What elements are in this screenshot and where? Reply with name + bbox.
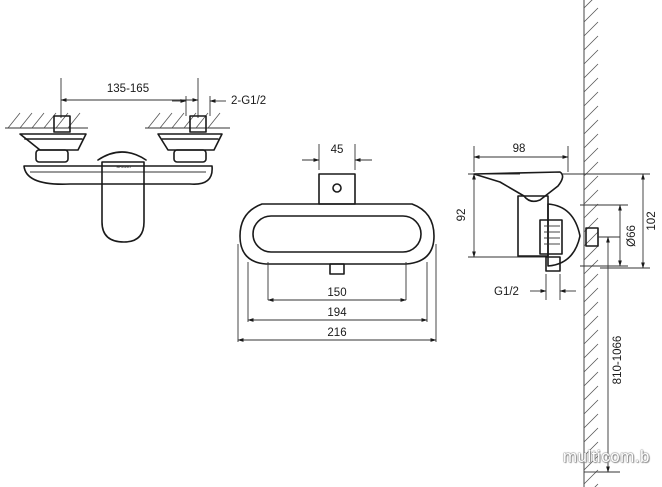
mounting-height-label: 810-1066 bbox=[612, 336, 624, 385]
right-eccentric-connector bbox=[157, 115, 223, 163]
top-view: 45 150 194 216 bbox=[237, 144, 437, 342]
inlet-thread-label: 2-G1/2 bbox=[231, 95, 266, 107]
left-eccentric-connector bbox=[19, 115, 87, 163]
wall-hatch-right bbox=[583, 0, 599, 487]
outlet-thread-dimension: G1/2 bbox=[494, 274, 576, 300]
spout-reach-dimension: 98 bbox=[473, 143, 569, 172]
top-width-dimension: 45 bbox=[302, 144, 372, 170]
inlet-spacing-label: 135-165 bbox=[107, 83, 149, 95]
top-body-outline bbox=[239, 173, 435, 275]
inner-width-label: 150 bbox=[327, 287, 346, 299]
flange-diameter-label: Ø66 bbox=[626, 225, 638, 247]
spout-reach-label: 98 bbox=[513, 143, 526, 155]
overall-width-label: 216 bbox=[327, 327, 346, 339]
inlet-dimension: 135-165 bbox=[60, 78, 199, 118]
outlet-thread-label: G1/2 bbox=[494, 286, 519, 298]
body-height-label: 92 bbox=[456, 209, 468, 222]
brand-logo: BRAVAT bbox=[116, 164, 132, 169]
total-depth-dimension: 102 bbox=[562, 173, 658, 269]
side-mixer-body bbox=[473, 171, 599, 272]
watermark: multicom.b bbox=[562, 447, 650, 466]
front-view: 135-165 2-G1/2 BRAVAT bbox=[5, 78, 266, 243]
mixer-body-front: BRAVAT bbox=[23, 151, 213, 243]
width-dimensions: 150 194 216 bbox=[237, 244, 437, 342]
thread-dimension: 2-G1/2 bbox=[172, 95, 266, 116]
total-depth-label: 102 bbox=[646, 211, 658, 230]
mounting-height-dimension: 810-1066 bbox=[584, 236, 624, 473]
body-height-dimension: 92 bbox=[456, 173, 548, 258]
flange-diameter-dimension: Ø66 bbox=[580, 204, 638, 267]
middle-width-label: 194 bbox=[327, 307, 347, 319]
side-view: 98 92 G1/2 bbox=[456, 0, 658, 487]
top-width-label: 45 bbox=[331, 144, 344, 156]
